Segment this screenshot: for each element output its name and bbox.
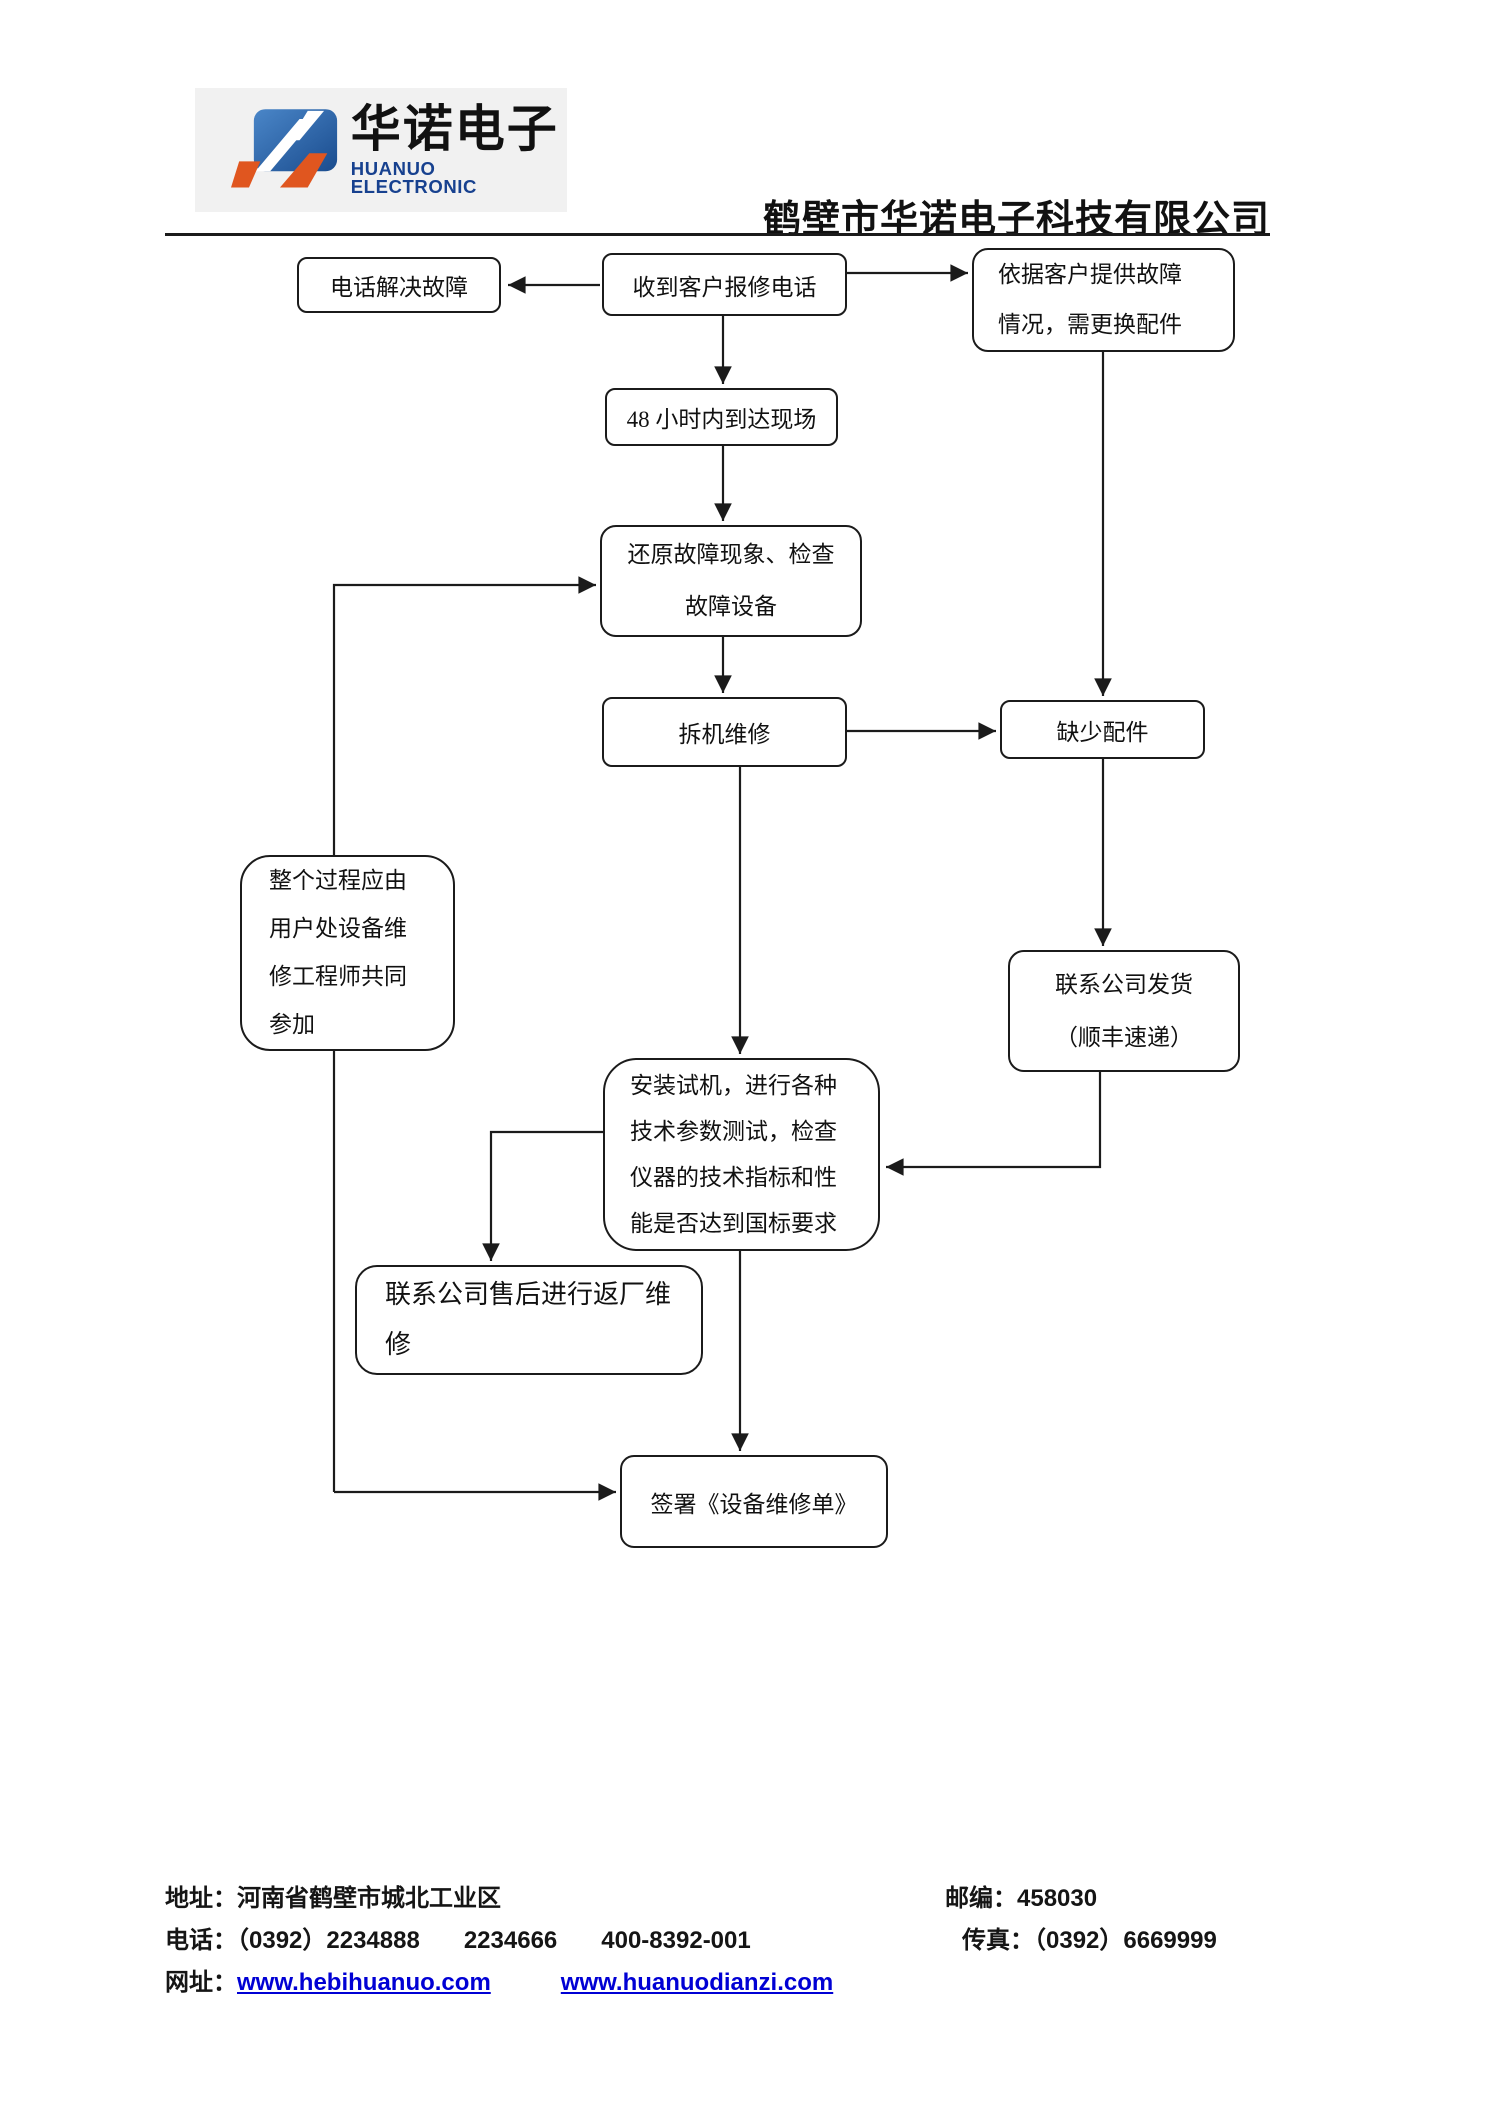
node-line: 拆机维修	[678, 722, 771, 747]
node-contact-delivery: 联系公司发货 （顺丰速递）	[1008, 950, 1240, 1072]
node-contact-aftersales: 联系公司售后进行返厂维 修	[355, 1265, 703, 1375]
footer-fax: 传真：（0392）6669999	[962, 1920, 1217, 1955]
phone-label: 电话：	[165, 1927, 237, 1954]
node-disassemble-repair: 拆机维修	[602, 697, 847, 767]
postal-value: 458030	[1017, 1885, 1098, 1912]
node-line: 修	[385, 1330, 412, 1359]
node-line: 联系公司售后进行返厂维	[385, 1280, 672, 1309]
node-receive-call: 收到客户报修电话	[602, 253, 847, 316]
node-restore-check: 还原故障现象、检查 故障设备	[600, 525, 862, 637]
node-arrive-48h: 48 小时内到达现场	[605, 388, 838, 446]
address-label: 地址：	[165, 1885, 237, 1912]
header-rule	[165, 233, 1270, 236]
node-line: 仪器的技术指标和性	[630, 1164, 837, 1190]
node-line: 技术参数测试，检查	[630, 1118, 837, 1144]
arrow-process-to-restore	[332, 576, 596, 1492]
node-line: 收到客户报修电话	[632, 274, 817, 300]
node-line: 整个过程应由	[269, 868, 407, 893]
node-whole-process-note: 整个过程应由 用户处设备维 修工程师共同 参加	[240, 855, 455, 1051]
huanuo-logo-icon	[231, 109, 338, 188]
website-link-hebihuanuo[interactable]: www.hebihuanuo.com	[237, 1969, 491, 1996]
node-line: 参加	[269, 1012, 315, 1037]
node-install-test: 安装试机，进行各种 技术参数测试，检查 仪器的技术指标和性 能是否达到国标要求	[603, 1058, 880, 1251]
fax-label: 传真：	[962, 1927, 1034, 1954]
web-label: 网址：	[165, 1969, 237, 1996]
node-line: 安装试机，进行各种	[630, 1072, 837, 1098]
node-phone-solve: 电话解决故障	[297, 257, 501, 313]
phone-number: （0392）2234888	[237, 1927, 420, 1954]
phone-number: 400-8392-001	[601, 1927, 751, 1954]
node-line: 故障设备	[685, 594, 777, 619]
node-line: 电话解决故障	[330, 275, 468, 300]
node-sign-form: 签署《设备维修单》	[620, 1455, 888, 1548]
arrow-install-to-aftersales	[482, 1130, 603, 1261]
node-line: 48 小时内到达现场	[626, 407, 817, 432]
node-line: 依据客户提供故障	[998, 262, 1182, 287]
logo-text-block: 华诺电子 HUANUO ELECTRONIC	[351, 104, 567, 197]
node-line: 能是否达到国标要求	[630, 1210, 837, 1236]
node-line: 签署《设备维修单》	[650, 1491, 858, 1517]
node-line: 缺少配件	[1056, 719, 1149, 745]
company-logo: 华诺电子 HUANUO ELECTRONIC	[195, 88, 567, 212]
postal-label: 邮编：	[945, 1885, 1017, 1912]
footer-postal: 邮编：458030	[945, 1878, 1097, 1913]
node-line: 情况，需更换配件	[998, 312, 1182, 337]
footer-address: 地址：河南省鹤壁市城北工业区	[165, 1878, 501, 1913]
footer-websites: 网址：www.hebihuanuo.com www.huanuodianzi.co…	[165, 1962, 833, 1997]
node-line: 用户处设备维	[269, 916, 407, 941]
website-link-huanuodianzi[interactable]: www.huanuodianzi.com	[560, 1969, 834, 1996]
phone-number: 2234666	[463, 1927, 558, 1954]
address-value: 河南省鹤壁市城北工业区	[237, 1885, 501, 1912]
node-line: 还原故障现象、检查	[627, 542, 835, 567]
logo-cn-text: 华诺电子	[350, 100, 559, 157]
arrow-delivery-to-install	[886, 1072, 1102, 1176]
node-line: 联系公司发货	[1055, 972, 1193, 997]
node-missing-parts: 缺少配件	[1000, 700, 1205, 759]
logo-en-text: HUANUO ELECTRONIC	[350, 157, 477, 197]
node-line: 修工程师共同	[269, 964, 407, 989]
fax-value: （0392）6669999	[1034, 1927, 1217, 1954]
node-per-customer-fault: 依据客户提供故障 情况，需更换配件	[972, 248, 1235, 352]
footer-phone: 电话：（0392）2234888 2234666 400-8392-001	[165, 1920, 751, 1955]
node-line: （顺丰速递）	[1055, 1025, 1193, 1050]
